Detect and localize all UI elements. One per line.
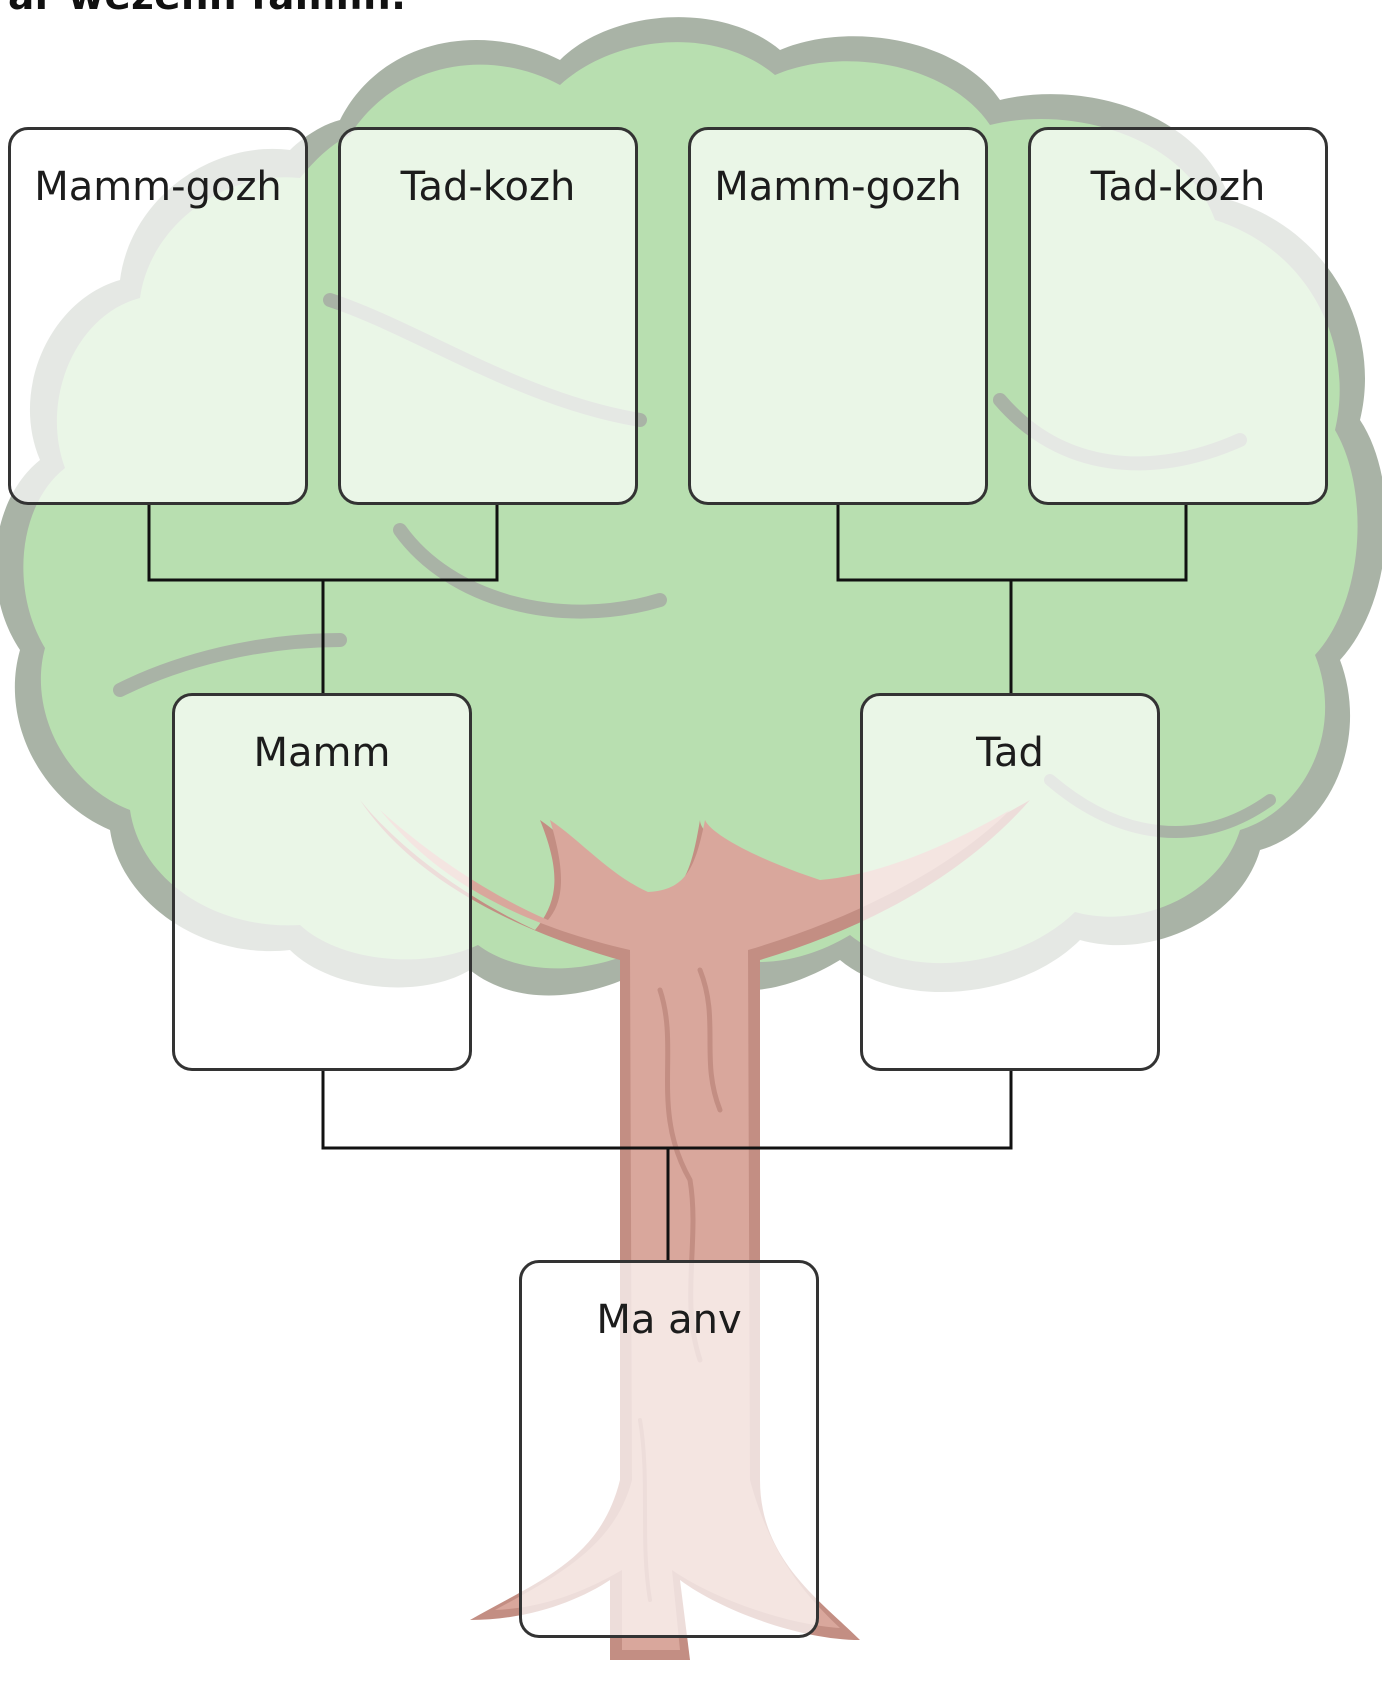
- box-self[interactable]: Ma anv: [519, 1260, 819, 1638]
- label-left-grandmother: Mamm-gozh: [34, 164, 282, 210]
- bark-detail: [697, 967, 723, 1113]
- box-left-grandmother[interactable]: Mamm-gozh: [8, 127, 308, 505]
- label-mother: Mamm: [253, 730, 391, 776]
- box-mother[interactable]: Mamm: [172, 693, 472, 1071]
- label-right-grandmother: Mamm-gozh: [714, 164, 962, 210]
- label-left-grandfather: Tad-kozh: [400, 164, 576, 210]
- box-father[interactable]: Tad: [860, 693, 1160, 1071]
- foliage-detail: [113, 633, 347, 697]
- foliage-detail: [393, 523, 667, 619]
- connector-left-grandparents: [147, 505, 499, 582]
- box-right-grandfather[interactable]: Tad-kozh: [1028, 127, 1328, 505]
- box-right-grandmother[interactable]: Mamm-gozh: [688, 127, 988, 505]
- worksheet-heading: ar wezenn familh.: [8, 0, 406, 19]
- connector-right-grandparents: [836, 505, 1188, 582]
- label-right-grandfather: Tad-kozh: [1090, 164, 1266, 210]
- label-self: Ma anv: [596, 1297, 742, 1343]
- box-left-grandfather[interactable]: Tad-kozh: [338, 127, 638, 505]
- label-father: Tad: [976, 730, 1044, 776]
- connector-parents: [321, 1071, 1013, 1150]
